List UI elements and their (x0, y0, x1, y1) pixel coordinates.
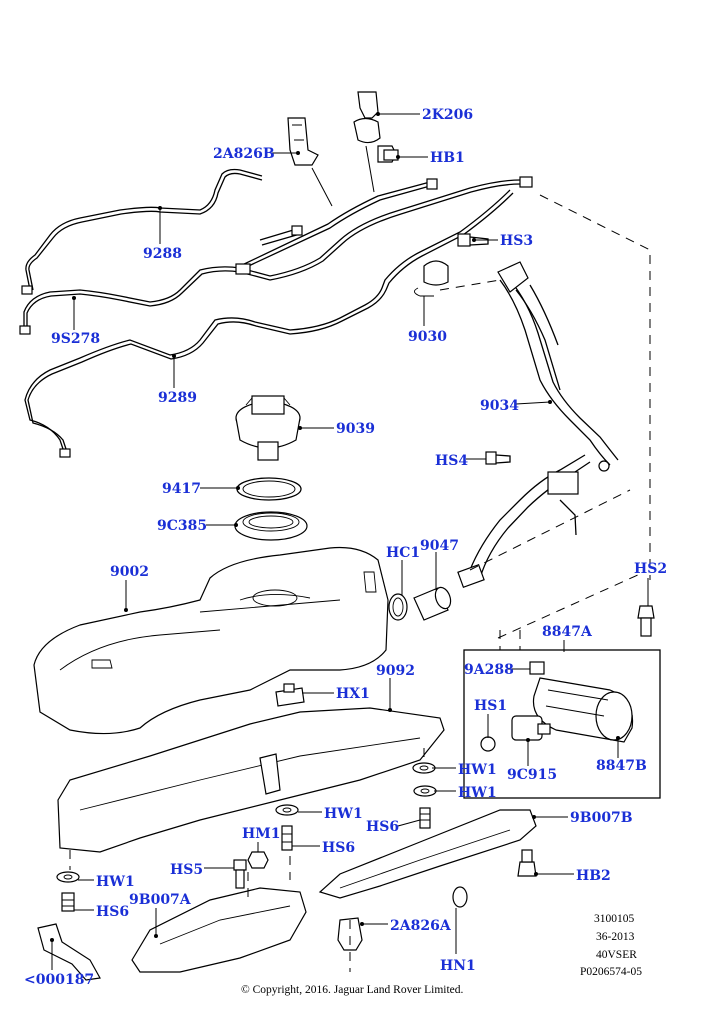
hose-9047 (413, 586, 452, 621)
label-9039: 9039 (336, 421, 375, 437)
label-hs6-b: HS6 (322, 840, 355, 856)
label-9c915: 9C915 (507, 767, 557, 783)
label-hw1-d: HW1 (96, 874, 135, 890)
fuel-line-junction (235, 178, 438, 275)
canister-group-box (463, 649, 661, 799)
label-hs1: HS1 (474, 698, 507, 714)
label-000187: <000187 (24, 972, 94, 988)
label-8847a: 8847A (542, 624, 593, 640)
fuel-line-9288 (21, 168, 263, 295)
meta-code-4: P0206574-05 (580, 966, 642, 978)
meta-code-2: 36-2013 (596, 931, 635, 943)
fuel-line-9s278 (19, 176, 533, 335)
washer-hw1-b (413, 785, 437, 797)
clip-hx1 (275, 683, 305, 707)
bracket-000187 (37, 923, 101, 981)
diagram-meta: 3100105 36-2013 40VSER P0206574-05 © Cop… (241, 913, 642, 996)
leader-lines (50, 112, 649, 970)
nut-hn1 (452, 886, 468, 908)
label-9a288: 9A288 (464, 662, 514, 678)
screw-hs6-c (61, 892, 75, 912)
fuel-pump-9039 (235, 395, 301, 461)
label-9030: 9030 (408, 329, 447, 345)
bracket-9a288 (529, 661, 545, 675)
label-hs4: HS4 (435, 453, 468, 469)
label-hw1-c: HW1 (324, 806, 363, 822)
bolt-hs4 (485, 451, 511, 465)
bracket-2k206 (353, 91, 381, 144)
label-hw1-b: HW1 (458, 785, 497, 801)
meta-code-3: 40VSER (596, 949, 637, 961)
label-8847b: 8847B (596, 758, 647, 774)
heat-shield-9b007b (318, 809, 537, 899)
label-9288: 9288 (143, 246, 182, 262)
label-9c385: 9C385 (157, 518, 207, 534)
connector-9030 (414, 260, 449, 297)
label-2k206: 2K206 (422, 107, 473, 123)
label-hx1: HX1 (336, 686, 370, 702)
locking-ring-9c385 (234, 511, 308, 541)
label-hn1: HN1 (440, 958, 476, 974)
fuel-line-9289 (24, 189, 514, 458)
label-9b007b: 9B007B (570, 810, 633, 826)
screw-hs1 (480, 736, 496, 752)
label-9002: 9002 (110, 564, 149, 580)
label-hb1: HB1 (430, 150, 465, 166)
label-9289: 9289 (158, 390, 197, 406)
label-hs5: HS5 (170, 862, 203, 878)
washer-hw1-d (56, 871, 80, 883)
screw-hs6-a (419, 807, 431, 829)
label-9417: 9417 (162, 481, 201, 497)
washer-hw1-a (412, 762, 436, 774)
label-hs2: HS2 (634, 561, 667, 577)
label-9s278: 9S278 (51, 331, 100, 347)
label-hs3: HS3 (500, 233, 533, 249)
canister-8847a (532, 677, 634, 743)
heat-shield-9092 (57, 707, 445, 853)
fuel-tank-9002 (33, 546, 389, 735)
label-9034: 9034 (480, 398, 519, 414)
heat-shield-9b007a (131, 887, 307, 973)
bolt-hb2 (517, 849, 537, 877)
label-hs6-a: HS6 (366, 819, 399, 835)
bolt-hs3 (457, 233, 489, 247)
label-9047: 9047 (420, 538, 459, 554)
label-9b007a: 9B007A (129, 892, 192, 908)
clip-2a826a (337, 917, 363, 951)
label-2a826a: 2A826A (390, 918, 452, 934)
bolt-hs2 (637, 605, 655, 637)
label-hb2: HB2 (576, 868, 611, 884)
meta-code-1: 3100105 (594, 913, 635, 925)
label-9092: 9092 (376, 663, 415, 679)
seal-9417 (236, 477, 302, 501)
clamp-hc1 (388, 593, 408, 621)
copyright-text: © Copyright, 2016. Jaguar Land Rover Lim… (241, 984, 464, 996)
label-hm1: HM1 (242, 826, 280, 842)
assembly-dash-lines (69, 194, 651, 972)
label-hs6-c: HS6 (96, 904, 129, 920)
bolt-hb1 (377, 145, 399, 163)
label-2a826b: 2A826B (213, 146, 275, 162)
part-labels: 2K206 2A826B HB1 9288 HS3 9S278 9030 928… (24, 107, 667, 988)
nut-hm1 (247, 851, 269, 869)
screw-hs5 (233, 859, 247, 889)
washer-hw1-c (275, 804, 299, 816)
label-hw1-a: HW1 (458, 762, 497, 778)
filler-pipe-9034 (457, 261, 619, 589)
clip-2a826b (287, 117, 319, 166)
screw-hs6-b (281, 825, 293, 851)
label-hc1: HC1 (386, 545, 420, 561)
